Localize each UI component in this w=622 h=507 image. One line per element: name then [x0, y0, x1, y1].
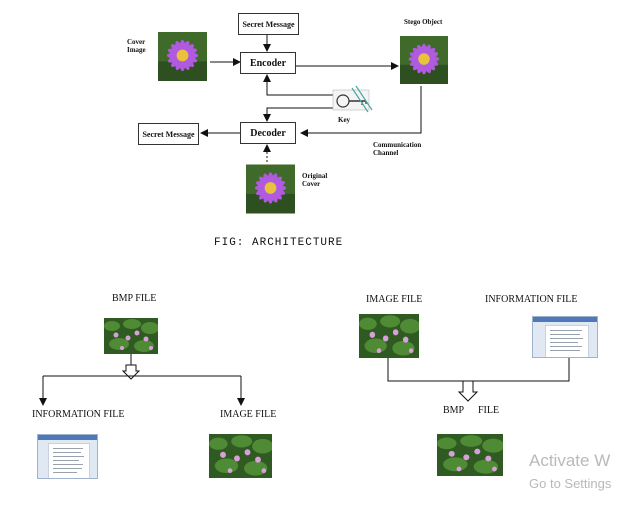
embed-image-file-picture [359, 314, 419, 358]
encoder-label: Encoder [249, 57, 287, 69]
key-label: Key [338, 116, 351, 124]
extract-bmp-image [104, 318, 158, 354]
activate-windows-watermark: Activate W [529, 451, 611, 470]
decoder-label: Decoder [250, 127, 286, 139]
architecture-caption: FIG: ARCHITECTURE [214, 237, 344, 249]
embed-image-file-label: IMAGE FILE [366, 294, 423, 305]
hollow-arrow-merge [457, 380, 479, 402]
extract-image-file-picture [209, 434, 272, 478]
merge-bar [387, 358, 570, 382]
communication-channel-label: Communication Channel [373, 141, 422, 157]
embed-information-file-label: INFORMATION FILE [485, 294, 578, 305]
arrow-key-to-decoder [263, 107, 336, 122]
go-to-settings-watermark: Go to Settings [529, 476, 612, 491]
original-cover-flower-image [246, 164, 295, 214]
secret-message-box-left: Secret Message [138, 123, 199, 145]
secret-message-left-label: Secret Message [142, 129, 195, 139]
embed-file-label: FILE [478, 405, 500, 416]
secret-message-box-top: Secret Message [238, 13, 299, 35]
hollow-arrow-down [121, 364, 141, 380]
stego-flower-image [400, 35, 448, 85]
arrow-channel-to-decoder [300, 86, 422, 137]
extract-image-file-label: IMAGE FILE [220, 409, 277, 420]
extract-bmp-file-label: BMP FILE [112, 293, 157, 304]
decoder-box: Decoder [240, 122, 296, 144]
extract-information-file-label: INFORMATION FILE [32, 409, 125, 420]
stego-object-label: Stego Object [404, 18, 443, 26]
extract-information-document-image [37, 434, 98, 479]
cover-image-label: Cover Image [127, 38, 146, 54]
cover-flower-image [158, 32, 207, 81]
original-cover-label: Original Cover [302, 172, 328, 188]
embed-bmp-result-picture [437, 434, 503, 476]
key-graphic [332, 85, 373, 113]
secret-message-top-label: Secret Message [242, 19, 295, 29]
embed-information-document-image [532, 316, 598, 358]
arrow-key-to-encoder [263, 74, 336, 96]
embed-bmp-label: BMP [443, 405, 465, 416]
encoder-box: Encoder [240, 52, 296, 74]
